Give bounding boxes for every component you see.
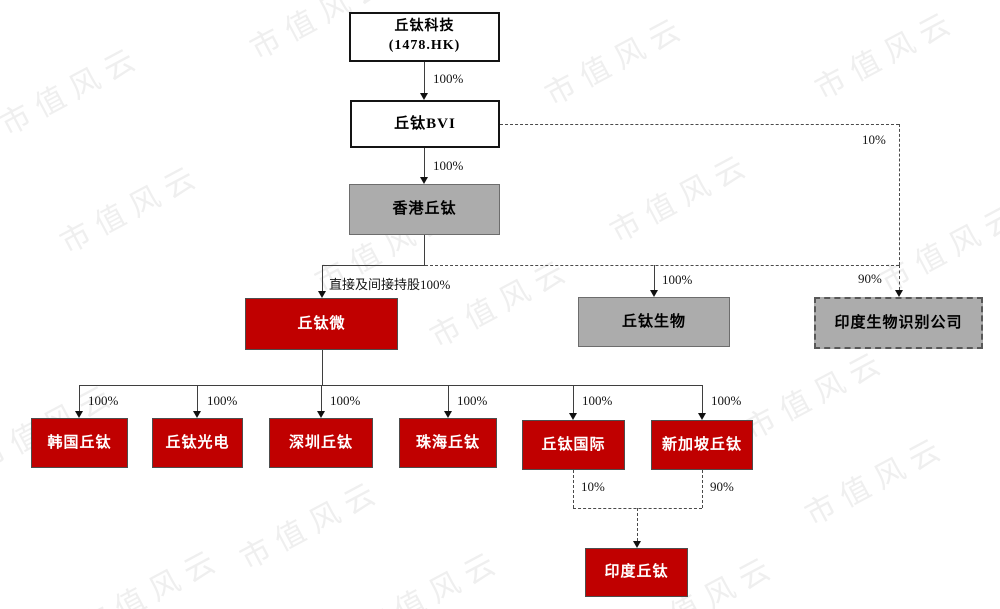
arrowhead-micro [318,291,326,298]
arrowhead-bvi [420,93,428,100]
watermark: 市值风云 [75,541,229,609]
node-qiutai-intl-label: 丘钛国际 [541,436,606,453]
node-qiutai-bvi-label: 丘钛BVI [394,115,456,132]
node-singapore-qiutai: 新加坡丘钛 [651,420,753,470]
arrowhead-zhuhai [444,411,452,418]
connector-bvi-hk-line [424,148,425,178]
connector-singapore-india-v [702,470,703,508]
connector-intl-line [573,385,574,413]
node-india-bio: 印度生物识别公司 [814,297,983,349]
arrowhead-korea [75,411,83,418]
connector-shenzhen-line [321,385,322,411]
arrowhead-singapore [698,413,706,420]
watermark: 市值风云 [875,196,1000,300]
connector-singapore-line [702,385,703,413]
connector-korea-line [79,385,80,411]
edge-label-bvi-hk: 100% [433,158,464,173]
edge-label-hk-bio: 100% [662,272,693,287]
node-hk-qiutai-label: 香港丘钛 [392,201,457,218]
node-qiutai-bio: 丘钛生物 [578,297,730,347]
edge-label-micro-optics: 100% [207,393,238,408]
connector-hk-bus-solid [322,265,425,266]
connector-zhuhai-line [448,385,449,411]
watermark: 市值风云 [800,429,954,533]
node-qiutai-tech-ticker: (1478.HK) [388,38,461,53]
node-zhuhai-qiutai-label: 珠海丘钛 [415,434,480,451]
node-qiutai-tech: 丘钛科技 (1478.HK) [349,12,500,62]
watermark: 市值风云 [235,473,389,577]
node-india-qiutai: 印度丘钛 [585,548,688,597]
node-korea-qiutai-label: 韩国丘钛 [47,434,112,451]
edge-label-hk-micro: 直接及间接持股100% [329,277,451,292]
arrowhead-india [633,541,641,548]
connector-optics-line [197,385,198,411]
node-qiutai-optics: 丘钛光电 [152,418,243,468]
connector-bvi-indiabio-v [899,124,900,265]
edge-label-micro-korea: 100% [88,393,119,408]
node-india-bio-label: 印度生物识别公司 [834,314,963,331]
arrowhead-intl [569,413,577,420]
node-singapore-qiutai-label: 新加坡丘钛 [661,436,742,453]
connector-bio-line [654,265,655,290]
edge-label-micro-singapore: 100% [711,393,742,408]
node-qiutai-tech-name: 丘钛科技 [394,19,455,35]
connector-subsidiaries-bus [79,385,703,386]
node-qiutai-optics-label: 丘钛光电 [165,434,230,451]
edge-label-hk-indiabio: 90% [858,271,882,286]
edge-label-micro-shenzhen: 100% [330,393,361,408]
node-india-qiutai-label: 印度丘钛 [604,564,669,581]
edge-label-micro-zhuhai: 100% [457,393,488,408]
edge-label-micro-intl: 100% [582,393,613,408]
node-hk-qiutai: 香港丘钛 [349,184,500,235]
arrowhead-shenzhen [317,411,325,418]
node-qiutai-micro-label: 丘钛微 [297,315,346,332]
watermark: 市值风云 [355,543,509,609]
arrowhead-bio [650,290,658,297]
watermark: 市值风云 [55,157,209,261]
node-qiutai-intl: 丘钛国际 [522,420,625,470]
connector-bvi-indiabio-h [500,124,899,125]
node-shenzhen-qiutai-label: 深圳丘钛 [288,434,353,451]
connector-indiabio-drop [899,265,900,290]
watermark: 市值风云 [605,146,759,250]
watermark: 市值风云 [0,39,149,143]
watermark: 市值风云 [810,3,964,107]
connector-hk-stem [424,235,425,265]
node-shenzhen-qiutai: 深圳丘钛 [269,418,373,468]
edge-label-singapore-india: 90% [710,479,734,494]
connector-micro-stem [322,350,323,385]
node-korea-qiutai: 韩国丘钛 [31,418,128,468]
connector-india-drop [637,508,638,541]
node-qiutai-bvi: 丘钛BVI [350,100,500,148]
watermark: 市值风云 [425,251,579,355]
connector-intl-india-v [573,470,574,508]
arrowhead-optics [193,411,201,418]
node-zhuhai-qiutai: 珠海丘钛 [399,418,497,468]
connector-micro-line [322,265,323,291]
node-qiutai-bio-label: 丘钛生物 [621,313,686,330]
watermark: 市值风云 [740,343,894,447]
edge-label-tech-bvi: 100% [433,71,464,86]
watermark: 市值风云 [540,9,694,113]
connector-hk-bus-dashed [425,265,899,266]
node-qiutai-micro: 丘钛微 [245,298,398,350]
arrowhead-hk [420,177,428,184]
edge-label-intl-india: 10% [581,479,605,494]
arrowhead-indiabio [895,290,903,297]
edge-label-bvi-indiabio: 10% [862,132,886,147]
connector-tech-bvi-line [424,62,425,93]
